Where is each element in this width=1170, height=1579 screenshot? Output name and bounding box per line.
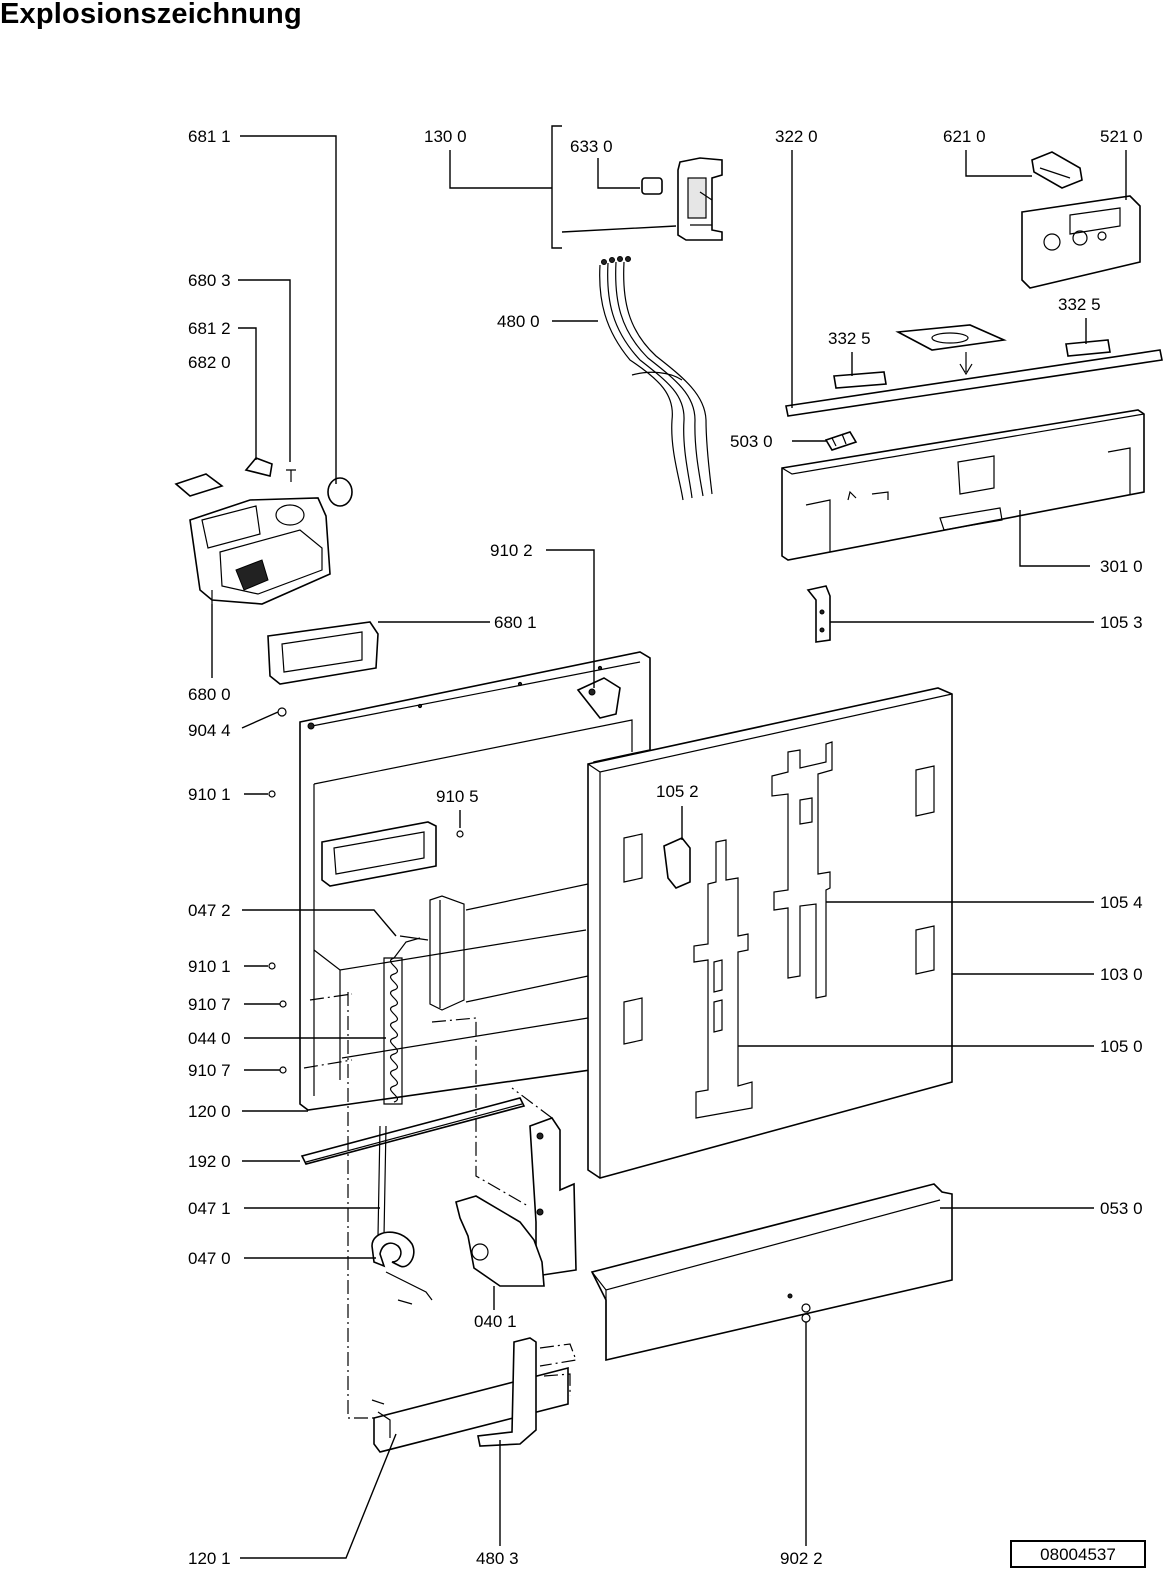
leader-lines (211, 125, 1127, 1559)
label-521-0: 521 0 (1100, 127, 1143, 146)
label-480-0: 480 0 (497, 312, 540, 331)
door-spring (383, 935, 429, 1105)
label-680-1: 680 1 (494, 613, 537, 632)
control-panel-housing (781, 409, 1145, 561)
door-cable-pulley (371, 1125, 433, 1305)
label-105-2: 105 2 (656, 782, 699, 801)
label-332-5-left: 332 5 (828, 329, 871, 348)
label-680-0: 680 0 (188, 685, 231, 704)
page-title: Explosionszeichnung (0, 0, 302, 30)
wiring-harness (599, 256, 713, 501)
label-044-0: 044 0 (188, 1029, 231, 1048)
label-130-0: 130 0 (424, 127, 467, 146)
label-053-0: 053 0 (1100, 1199, 1143, 1218)
part-labels: 681 1 130 0 633 0 322 0 621 0 521 0 680 … (188, 127, 1143, 1568)
label-910-2: 910 2 (490, 541, 533, 560)
connector-part (1031, 151, 1083, 189)
switch-assembly (641, 157, 723, 241)
document-number-box: 08004537 (1010, 1540, 1146, 1568)
label-681-2: 681 2 (188, 319, 231, 338)
label-301-0: 301 0 (1100, 557, 1143, 576)
control-panel-strip (785, 349, 1163, 417)
label-105-4: 105 4 (1100, 893, 1143, 912)
label-047-0: 047 0 (188, 1249, 231, 1268)
label-910-7-top: 910 7 (188, 995, 231, 1014)
assembly-lines (303, 992, 577, 1419)
label-681-1: 681 1 (188, 127, 231, 146)
bottom-plinth (371, 1366, 569, 1453)
dispenser-seal (267, 621, 379, 685)
outer-door-panel (587, 687, 953, 1179)
hinge-bracket-top (576, 677, 621, 719)
fasteners (268, 707, 464, 1074)
door-hinge (455, 1117, 577, 1287)
label-503-0: 503 0 (730, 432, 773, 451)
label-910-7-bottom: 910 7 (188, 1061, 231, 1080)
label-902-2: 902 2 (780, 1549, 823, 1568)
label-322-0: 322 0 (775, 127, 818, 146)
label-047-2: 047 2 (188, 901, 231, 920)
label-680-3: 680 3 (188, 271, 231, 290)
door-panel-rails (693, 741, 833, 1119)
label-105-0: 105 0 (1100, 1037, 1143, 1056)
label-047-1: 047 1 (188, 1199, 231, 1218)
label-621-0: 621 0 (943, 127, 986, 146)
label-480-3: 480 3 (476, 1549, 519, 1568)
label-904-4: 904 4 (188, 721, 231, 740)
label-103-0: 103 0 (1100, 965, 1143, 984)
bottom-profile (590, 1183, 953, 1362)
label-120-1: 120 1 (188, 1549, 231, 1568)
electronic-module (1021, 195, 1141, 289)
bracket-1053 (806, 585, 831, 643)
label-910-1-top: 910 1 (188, 785, 231, 804)
label-682-0: 682 0 (188, 353, 231, 372)
label-910-5: 910 5 (436, 787, 479, 806)
inner-door-frame (299, 651, 651, 1111)
dispenser-small-parts (174, 457, 353, 507)
label-040-1: 040 1 (474, 1312, 517, 1331)
logo-plate (833, 324, 1111, 389)
label-633-0: 633 0 (570, 137, 613, 156)
label-120-0: 120 0 (188, 1102, 231, 1121)
label-192-0: 192 0 (188, 1152, 231, 1171)
label-105-3: 105 3 (1100, 613, 1143, 632)
cable-bracket (477, 1337, 537, 1447)
detergent-dispenser (189, 497, 331, 605)
guide-rail (300, 1097, 526, 1165)
label-332-5-right: 332 5 (1058, 295, 1101, 314)
small-clip (824, 431, 858, 451)
label-910-1-mid: 910 1 (188, 957, 231, 976)
